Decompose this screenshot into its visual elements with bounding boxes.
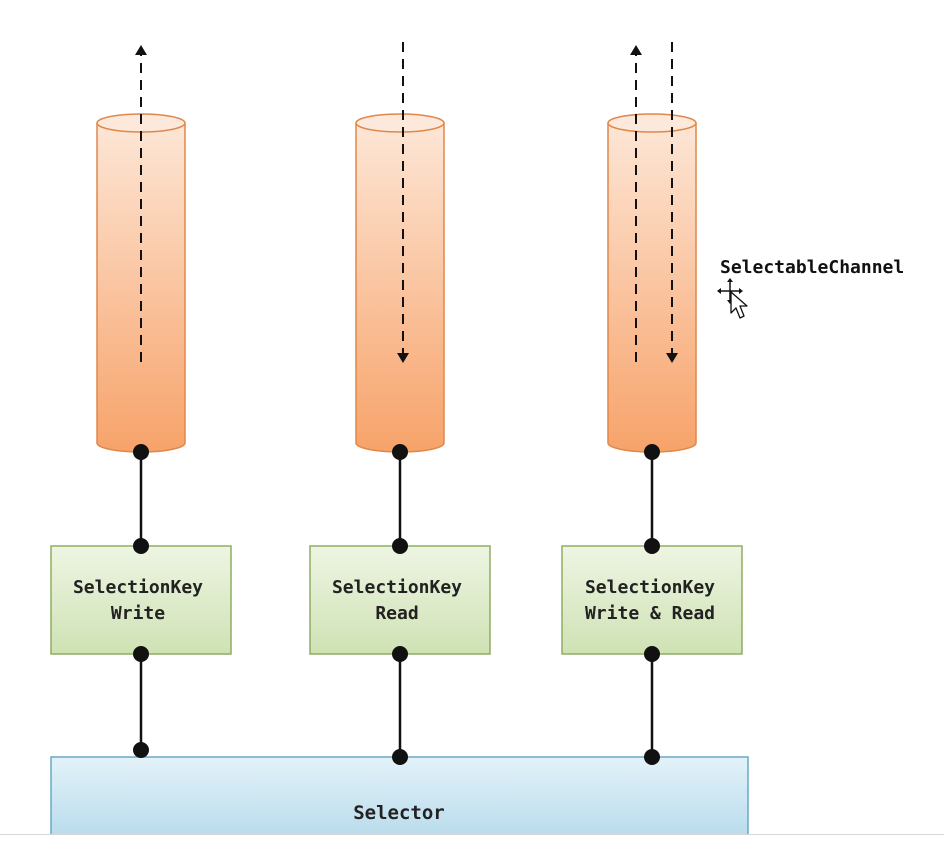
- channel-cylinder-write-read: [607, 42, 697, 453]
- channel-cylinder-read: [355, 42, 445, 453]
- key-title: SelectionKey: [585, 577, 715, 598]
- connection-dot: [644, 538, 660, 554]
- connection-dots: [133, 444, 660, 765]
- connection-dot: [644, 646, 660, 662]
- connection-dot: [133, 444, 149, 460]
- selection-key-write-read: SelectionKey Write & Read: [561, 545, 743, 655]
- connection-dot: [392, 444, 408, 460]
- key-mode: Write: [111, 603, 165, 624]
- selection-key-read: SelectionKey Read: [309, 545, 491, 655]
- connection-dot: [644, 749, 660, 765]
- key-title: SelectionKey: [73, 577, 203, 598]
- selector-label: Selector: [353, 802, 445, 824]
- channel-cylinder-write: [96, 45, 186, 453]
- selector-box: Selector: [50, 756, 749, 848]
- connection-dot: [133, 742, 149, 758]
- connection-dot: [392, 538, 408, 554]
- channel-label: SelectableChannel: [720, 257, 904, 278]
- bottom-strip: [0, 834, 944, 852]
- connector-lines: [139, 452, 654, 757]
- key-mode: Write & Read: [585, 603, 715, 624]
- connection-dot: [644, 444, 660, 460]
- connection-dot: [392, 749, 408, 765]
- connection-dot: [133, 646, 149, 662]
- connection-dot: [133, 538, 149, 554]
- key-mode: Read: [375, 603, 418, 624]
- key-title: SelectionKey: [332, 577, 462, 598]
- connection-dot: [392, 646, 408, 662]
- selection-key-write: SelectionKey Write: [50, 545, 232, 655]
- pointer-cursor-icon: [730, 291, 748, 319]
